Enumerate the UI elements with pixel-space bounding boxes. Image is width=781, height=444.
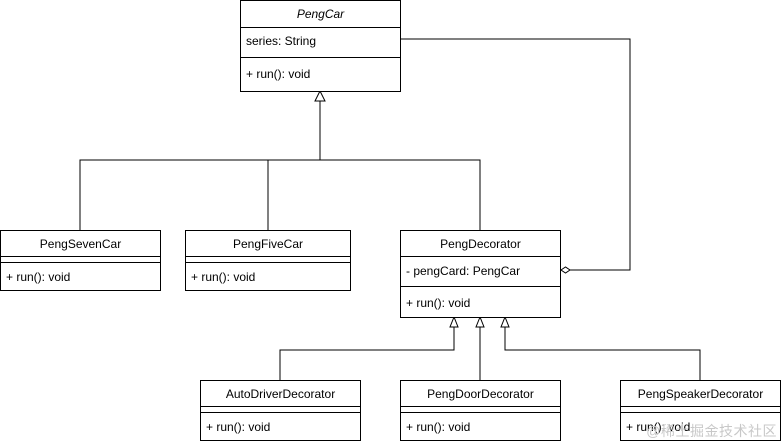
class-peng-decorator[interactable]: PengDecorator - pengCard: PengCar + run(… — [400, 230, 561, 318]
method-run-peng-speaker-decorator: + run(): void — [626, 420, 691, 434]
attribute-series: series: String — [241, 28, 400, 58]
class-peng-door-decorator[interactable]: PengDoorDecorator + run(): void — [400, 380, 561, 441]
class-name-peng-seven-car: PengSevenCar — [1, 231, 160, 257]
inheritance-arrowhead-peng-car — [314, 89, 326, 102]
empty-attributes-section — [621, 407, 780, 413]
empty-attributes-section — [401, 407, 560, 413]
method-run-peng-five-car: + run(): void — [191, 270, 256, 284]
class-peng-speaker-decorator[interactable]: PengSpeakerDecorator + run(): void — [620, 380, 781, 441]
class-peng-car[interactable]: PengCar series: String + run(): void — [240, 0, 401, 92]
method-run-peng-door-decorator: + run(): void — [406, 420, 471, 434]
class-name-peng-five-car: PengFiveCar — [186, 231, 350, 257]
inheritance-arrowhead-peng-speaker — [500, 315, 510, 328]
attribute-peng-card: - pengCard: PengCar — [401, 257, 560, 287]
class-name-peng-decorator: PengDecorator — [401, 231, 560, 257]
class-auto-driver-decorator[interactable]: AutoDriverDecorator + run(): void — [200, 380, 361, 441]
method-run-auto-driver-decorator: + run(): void — [206, 420, 271, 434]
method-run-peng-car: + run(): void — [246, 67, 311, 81]
method-run-peng-decorator: + run(): void — [406, 296, 471, 310]
aggregation-line — [400, 38, 631, 271]
aggregation-diamond — [560, 266, 571, 274]
class-name-auto-driver-decorator: AutoDriverDecorator — [201, 381, 360, 407]
empty-attributes-section — [186, 257, 350, 263]
inheritance-arrowhead-peng-door — [475, 315, 485, 328]
inheritance-line-peng-speaker-decorator — [504, 327, 701, 380]
watermark: @稀土掘金技术社区 — [646, 423, 777, 439]
class-name-peng-car: PengCar — [241, 1, 400, 28]
empty-attributes-section — [1, 257, 160, 263]
class-peng-five-car[interactable]: PengFiveCar + run(): void — [185, 230, 351, 291]
inheritance-line-peng-seven-car — [79, 159, 320, 230]
method-run-peng-seven-car: + run(): void — [6, 270, 71, 284]
inheritance-line-peng-decorator — [319, 101, 481, 230]
inheritance-line-auto-driver-decorator — [279, 327, 455, 380]
empty-attributes-section — [201, 407, 360, 413]
inheritance-arrowhead-auto-driver — [449, 315, 459, 328]
class-name-peng-door-decorator: PengDoorDecorator — [401, 381, 560, 407]
class-peng-seven-car[interactable]: PengSevenCar + run(): void — [0, 230, 161, 291]
class-name-peng-speaker-decorator: PengSpeakerDecorator — [621, 381, 780, 407]
